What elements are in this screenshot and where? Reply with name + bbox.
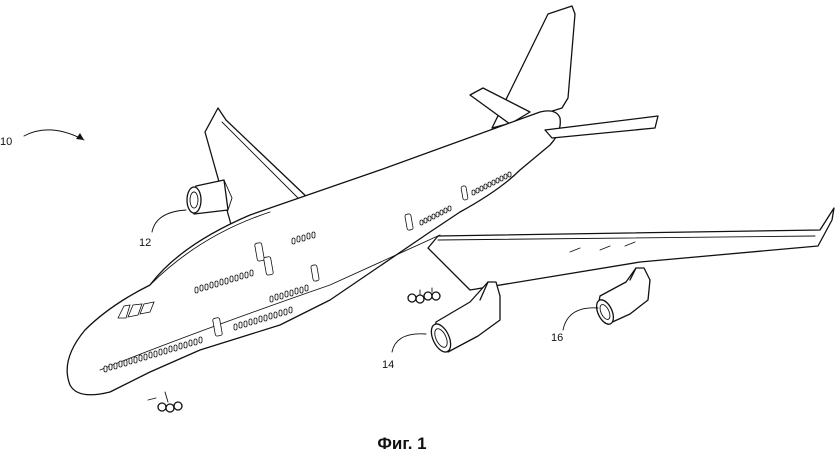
main-deck-windows-lower	[103, 306, 293, 373]
leader-10-arrowhead	[76, 133, 84, 140]
left-engine	[186, 179, 233, 215]
reference-label-14: 14	[382, 359, 394, 371]
leader-14	[391, 333, 427, 353]
reference-label-12: 12	[139, 237, 151, 249]
leader-16	[562, 307, 599, 331]
left-horizontal-stabilizer	[469, 87, 531, 125]
leader-10	[23, 129, 85, 141]
right-horizontal-stabilizer	[544, 115, 659, 139]
main-landing-gear	[407, 287, 441, 304]
cockpit-windows	[117, 301, 155, 319]
nose-landing-gear	[147, 391, 183, 413]
right-inner-engine	[430, 281, 501, 353]
figure-caption: Фиг. 1	[377, 434, 426, 453]
main-deck-windows-upper	[194, 269, 309, 303]
right-outer-engine	[595, 267, 651, 325]
leader-12	[151, 209, 187, 233]
reference-label-16: 16	[551, 332, 563, 344]
doors	[212, 185, 469, 337]
rear-windows	[419, 171, 512, 226]
upper-deck-windows	[291, 231, 316, 245]
fuselage	[66, 110, 561, 396]
right-wing	[427, 207, 835, 291]
reference-label-10: 10	[0, 136, 12, 148]
